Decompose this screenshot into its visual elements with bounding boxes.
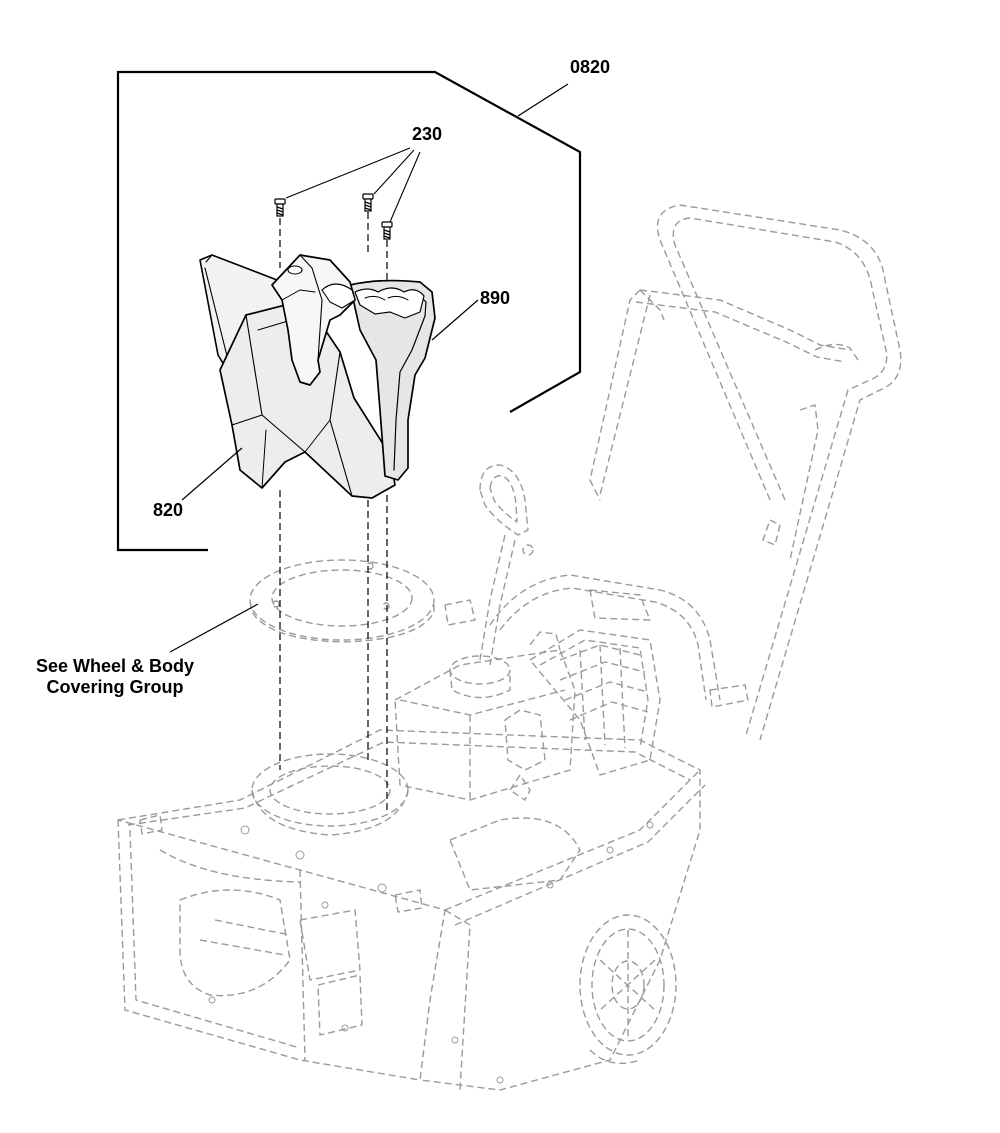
housing-ghost <box>117 729 706 1091</box>
leader-820 <box>181 447 243 501</box>
frame-ghost <box>444 574 749 708</box>
screw-leaders <box>285 147 421 223</box>
housing-fasteners <box>208 821 654 1084</box>
crank-ghost <box>479 464 534 666</box>
reference-note-line-1: See Wheel & Body <box>35 656 195 676</box>
chute-ring-890 <box>349 279 436 481</box>
callout-screws-230: 230 <box>412 124 443 144</box>
screw-center <box>362 193 374 212</box>
leader-reference <box>169 603 259 653</box>
handle-ghost <box>589 204 902 741</box>
snowblower-ghost <box>117 204 902 1091</box>
rotator-ring-ghost <box>249 559 435 643</box>
callout-assembly-0820: 0820 <box>570 57 611 77</box>
assembly-bracket <box>116 70 582 552</box>
screw-right <box>381 221 393 240</box>
engine-ghost <box>394 629 661 801</box>
assembly-leader <box>517 83 569 117</box>
screw-left <box>274 198 286 217</box>
reference-note-line-2: Covering Group <box>46 676 184 697</box>
leader-890 <box>431 299 479 341</box>
callout-chute-ring-890: 890 <box>480 288 511 308</box>
callout-chute-820: 820 <box>153 500 184 520</box>
screws <box>274 193 393 240</box>
callout-leaders <box>169 299 479 653</box>
chute-top-cap <box>271 254 356 386</box>
alignment-lines <box>279 212 388 810</box>
chute-assembly <box>199 254 436 499</box>
reference-note: See Wheel & Body Covering Group <box>0 656 230 697</box>
